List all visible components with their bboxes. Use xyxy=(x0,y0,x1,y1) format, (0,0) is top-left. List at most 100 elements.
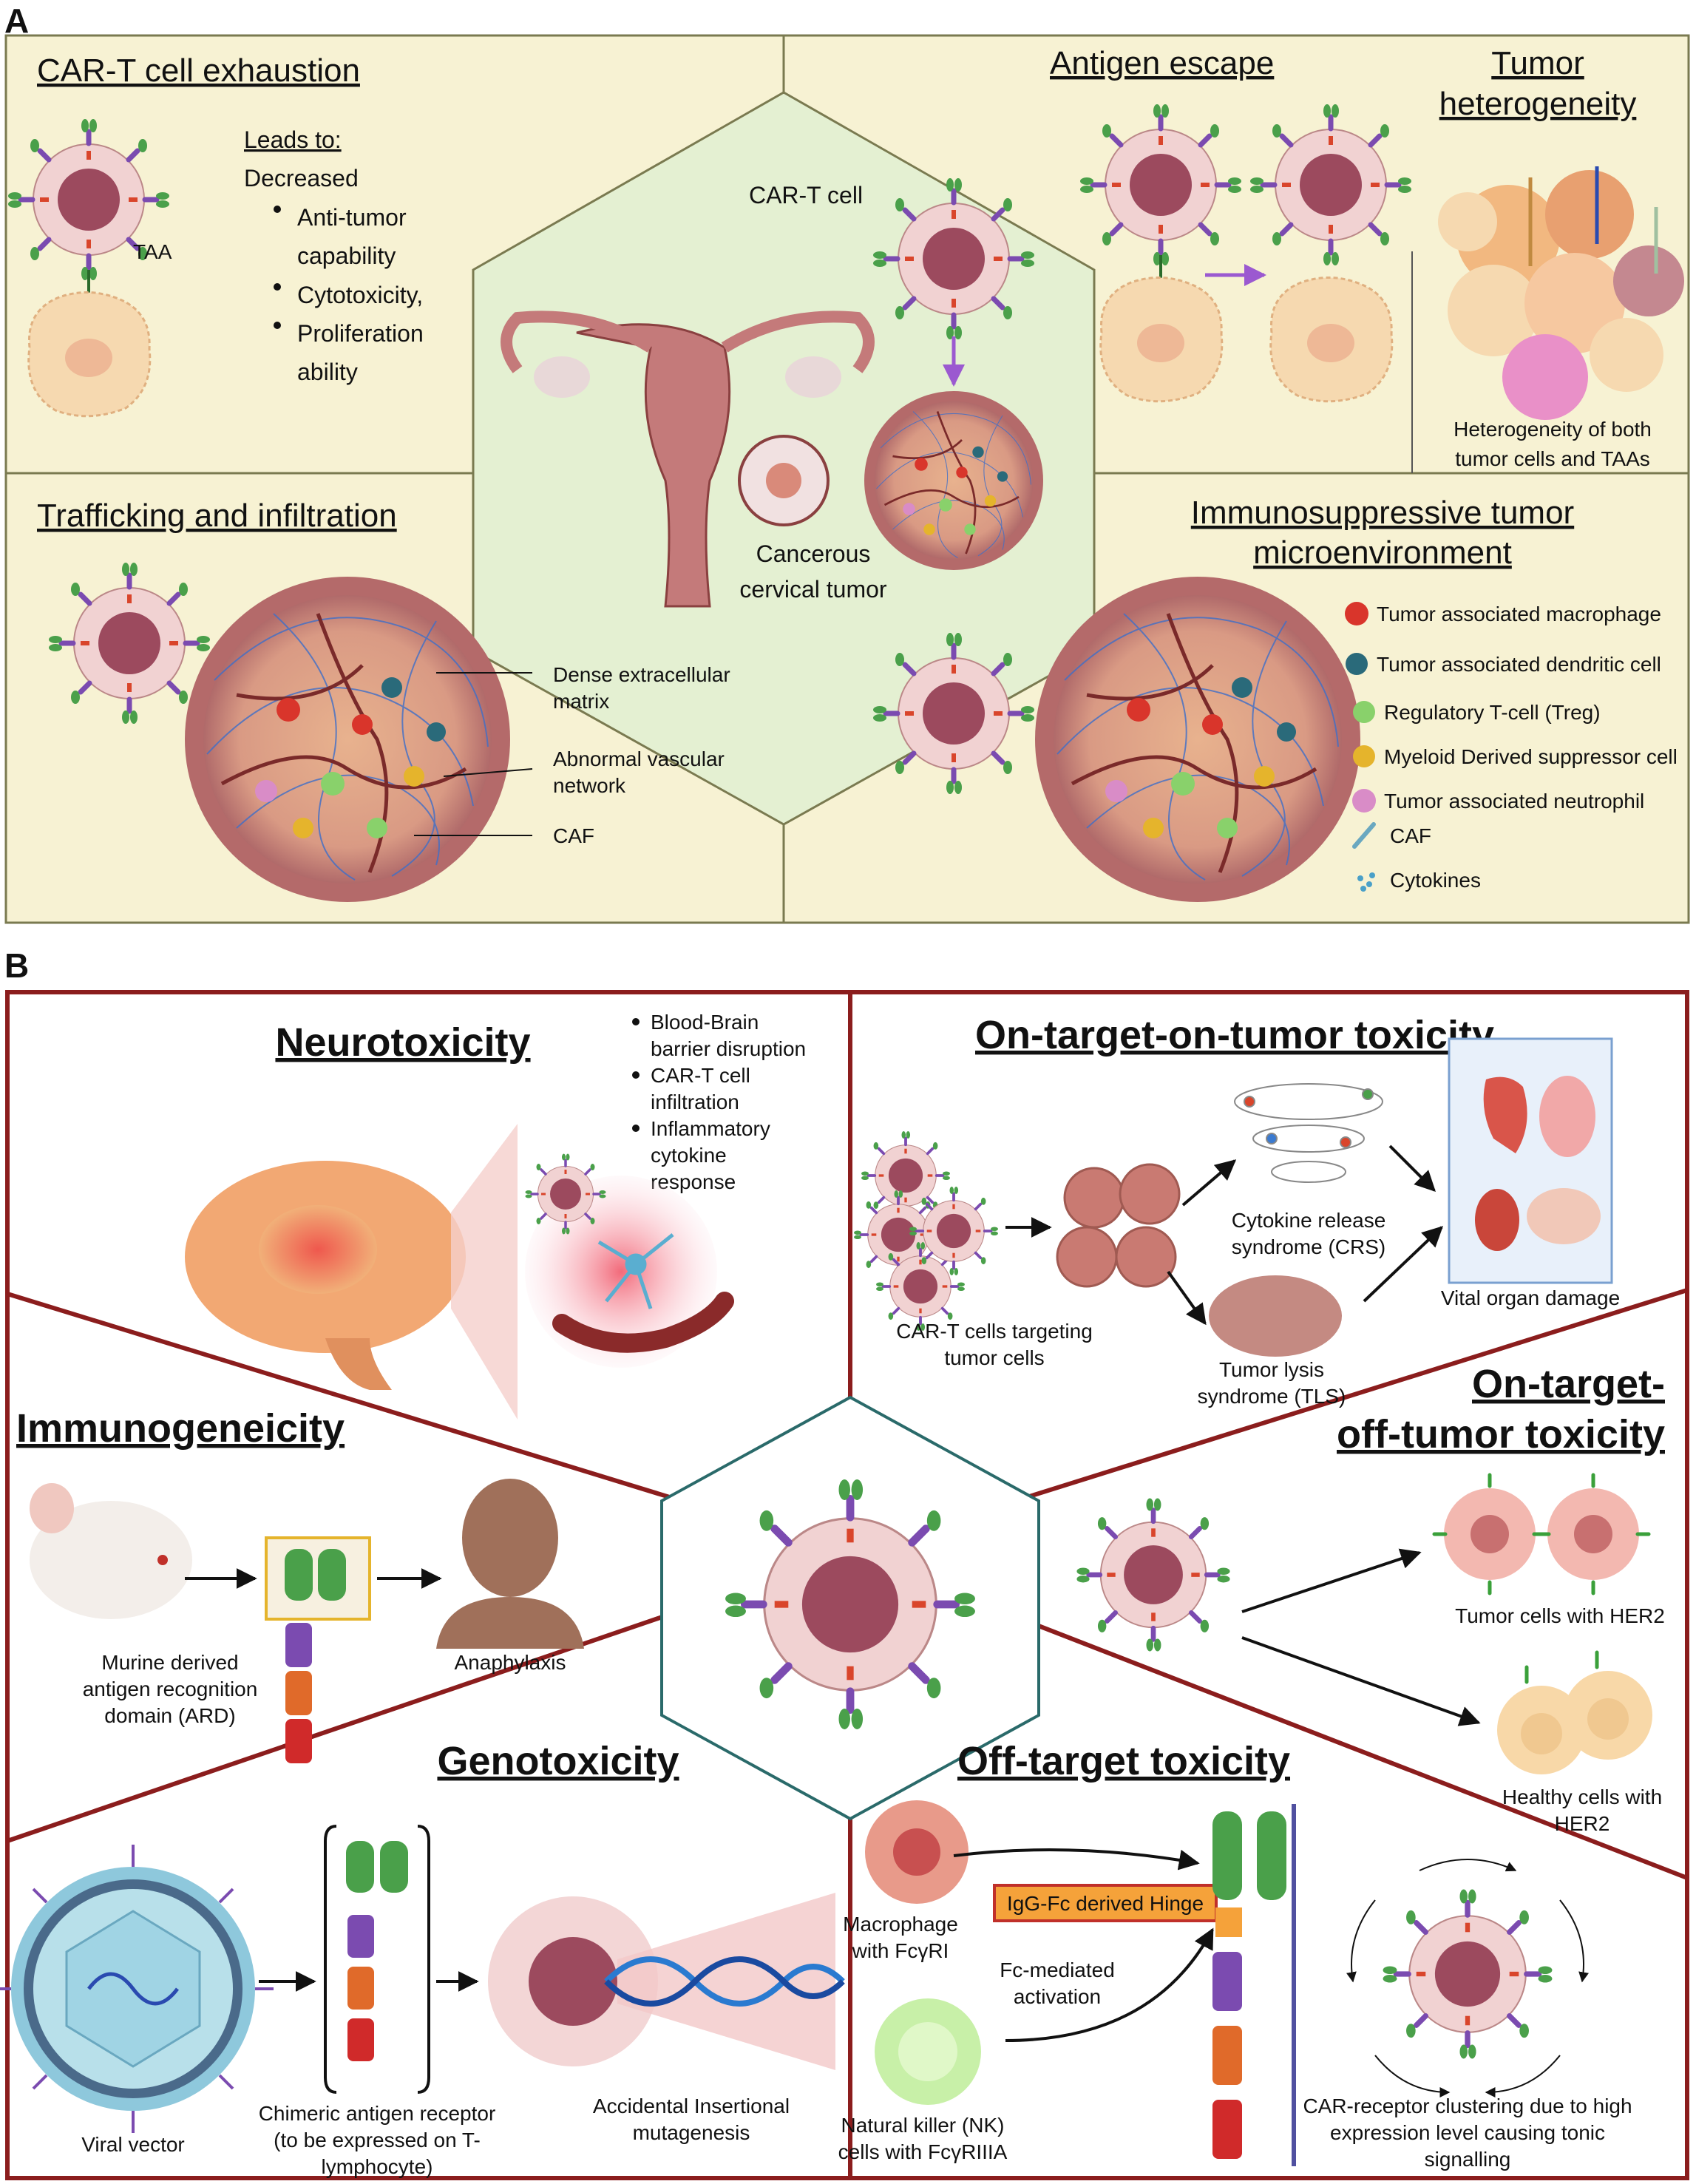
on-target-off-tumor-title-1: On-target- xyxy=(1472,1362,1665,1406)
legend-mdsc: Myeloid Derived suppressor cell xyxy=(1384,745,1678,768)
exhaustion-bullet-3: Proliferation xyxy=(297,320,424,347)
neuro-bullet-3: Inflammatory xyxy=(651,1117,770,1140)
healthy-her2-label-2: HER2 xyxy=(1555,1812,1610,1835)
antigen-escape-car-t-before xyxy=(1080,104,1241,265)
anaphylaxis-person-icon xyxy=(436,1479,584,1649)
exhaustion-bullet-2: Cytotoxicity, xyxy=(297,282,423,308)
exhaustion-bullet-1b: capability xyxy=(297,243,396,269)
car-construct-immunogeneicity xyxy=(285,1549,346,1763)
on-target-on-tumor-title: On-target-on-tumor toxicity xyxy=(975,1013,1494,1057)
crs-to-organ-arrow xyxy=(1388,1144,1436,1192)
her2-healthy-cells xyxy=(1497,1650,1652,1774)
off-tumor-arrow-tumor xyxy=(1241,1548,1422,1613)
legend-cytokines: Cytokines xyxy=(1390,869,1481,892)
legend-neutrophil: Tumor associated neutrophil xyxy=(1384,790,1644,813)
bullet-dot xyxy=(632,1018,640,1025)
tumor-cell-cluster xyxy=(1056,1163,1181,1288)
tme-car-t-cell xyxy=(873,633,1034,794)
trafficking-tumor-sphere xyxy=(185,577,510,902)
fc-mediated-label-1: Fc-mediated xyxy=(1000,1959,1115,1981)
murine-label-1: Murine derived xyxy=(101,1651,238,1674)
dna-zoom-beam xyxy=(617,1893,835,2070)
brain-vessel xyxy=(552,1292,734,1353)
legend-dendritic: Tumor associated dendritic cell xyxy=(1377,653,1661,676)
dna-helix-icon xyxy=(604,1956,845,2007)
accidental-label-1: Accidental Insertional xyxy=(593,2095,790,2117)
neuro-car-t-cell xyxy=(523,1152,608,1236)
her2-tumor-cells xyxy=(1432,1473,1651,1595)
ototox-arrow-crs xyxy=(1181,1159,1237,1207)
bullet-dot xyxy=(632,1125,640,1132)
vital-organ-label: Vital organ damage xyxy=(1441,1286,1620,1309)
ecm-label-1: Dense extracellular xyxy=(553,663,730,686)
chimeric-label-3: lymphocyte) xyxy=(322,2155,433,2178)
hinge-label-box xyxy=(993,1884,1218,1922)
bullet-dot xyxy=(632,1071,640,1079)
legend-treg: Regulatory T-cell (Treg) xyxy=(1384,701,1601,724)
exhaustion-bullet-3b: ability xyxy=(297,359,358,385)
off-tumor-arrow-healthy xyxy=(1241,1636,1481,1726)
neuron-icon xyxy=(597,1233,674,1309)
car-bracket-right xyxy=(417,1825,430,2094)
organ-icons xyxy=(1475,1076,1601,1251)
cytokine-storm-icon xyxy=(1234,1083,1383,1183)
clustering-label-1: CAR-receptor clustering due to high xyxy=(1303,2095,1632,2117)
healthy-her2-label-1: Healthy cells with xyxy=(1502,1785,1662,1808)
tme-legend: Tumor associated macrophage Tumor associ… xyxy=(1345,602,1678,892)
ecm-label-2: matrix xyxy=(553,690,609,713)
antigen-escape-title: Antigen escape xyxy=(1050,45,1274,81)
bullet-dot xyxy=(274,322,281,329)
car-construct-off-target xyxy=(1212,1804,1296,2166)
nk-cell-icon xyxy=(875,1998,981,2105)
insertion-cell-nucleus xyxy=(529,1937,617,2026)
tumor-het-caption-2: tumor cells and TAAs xyxy=(1455,447,1650,470)
bullet-dot xyxy=(274,206,281,213)
on-target-off-tumor-title-2: off-tumor toxicity xyxy=(1337,1412,1665,1456)
viral-vector-icon xyxy=(0,1845,274,2133)
macrophage-label-1: Macrophage xyxy=(843,1913,958,1936)
decreased-label: Decreased xyxy=(244,165,359,191)
panel-b-letter: B xyxy=(4,946,29,985)
tls-to-organ-arrow xyxy=(1363,1226,1444,1303)
tme-title-2: microenvironment xyxy=(1253,535,1512,571)
tls-label-2: syndrome (TLS) xyxy=(1198,1385,1346,1408)
macrophage-legend-icon xyxy=(1345,602,1368,625)
hinge-label: IgG-Fc derived Hinge xyxy=(1007,1892,1204,1915)
tls-label-1: Tumor lysis xyxy=(1219,1358,1324,1381)
off-tumor-car-t-cell xyxy=(1076,1498,1229,1651)
murine-label-3: domain (ARD) xyxy=(104,1704,235,1727)
caf-legend-icon xyxy=(1352,822,1376,849)
car-t-targeting-label-1: CAR-T cells targeting xyxy=(896,1320,1093,1343)
dendritic-cell-legend-icon xyxy=(1346,653,1368,675)
trafficking-car-t-cell xyxy=(49,563,210,724)
leads-to-label: Leads to: xyxy=(244,126,342,153)
antigen-escape-tumor-after xyxy=(1269,276,1394,403)
tme-tumor-sphere xyxy=(1035,577,1360,902)
crs-label-2: syndrome (CRS) xyxy=(1232,1235,1385,1258)
neutrophil-legend-icon xyxy=(1352,789,1376,813)
macrophage-to-hinge-arrow xyxy=(953,1848,1200,1871)
neuro-bullet-1: Blood-Brain xyxy=(651,1011,759,1034)
neurotoxicity-title: Neurotoxicity xyxy=(275,1020,530,1065)
neuro-bullet-2b: infiltration xyxy=(651,1091,739,1113)
tumor-lysis-icon xyxy=(1209,1275,1342,1357)
cervical-tumor-label-2: cervical tumor xyxy=(739,576,887,603)
neuro-bullet-1b: barrier disruption xyxy=(651,1037,806,1060)
vascular-pointer xyxy=(443,768,533,777)
macrophage-label-2: with FcγRI xyxy=(852,1939,949,1962)
antigen-escape-tumor-before xyxy=(1099,276,1224,403)
murine-label-2: antigen recognition xyxy=(83,1678,258,1700)
exhaustion-tumor-cell xyxy=(27,291,152,418)
legend-caf: CAF xyxy=(1390,824,1431,847)
brain-illustration xyxy=(185,1161,466,1390)
clustering-label-2: expression level causing tonic xyxy=(1330,2121,1605,2144)
uterus-illustration xyxy=(501,311,875,608)
anaphylaxis-label: Anaphylaxis xyxy=(455,1651,566,1674)
panel-a-letter: A xyxy=(4,1,29,40)
car-t-targeting-label-2: tumor cells xyxy=(944,1346,1044,1369)
off-target-title: Off-target toxicity xyxy=(957,1739,1290,1783)
nk-label-1: Natural killer (NK) xyxy=(841,2114,1005,2137)
panel-b-center-car-t-cell xyxy=(725,1479,975,1729)
bullet-dot xyxy=(274,283,281,291)
